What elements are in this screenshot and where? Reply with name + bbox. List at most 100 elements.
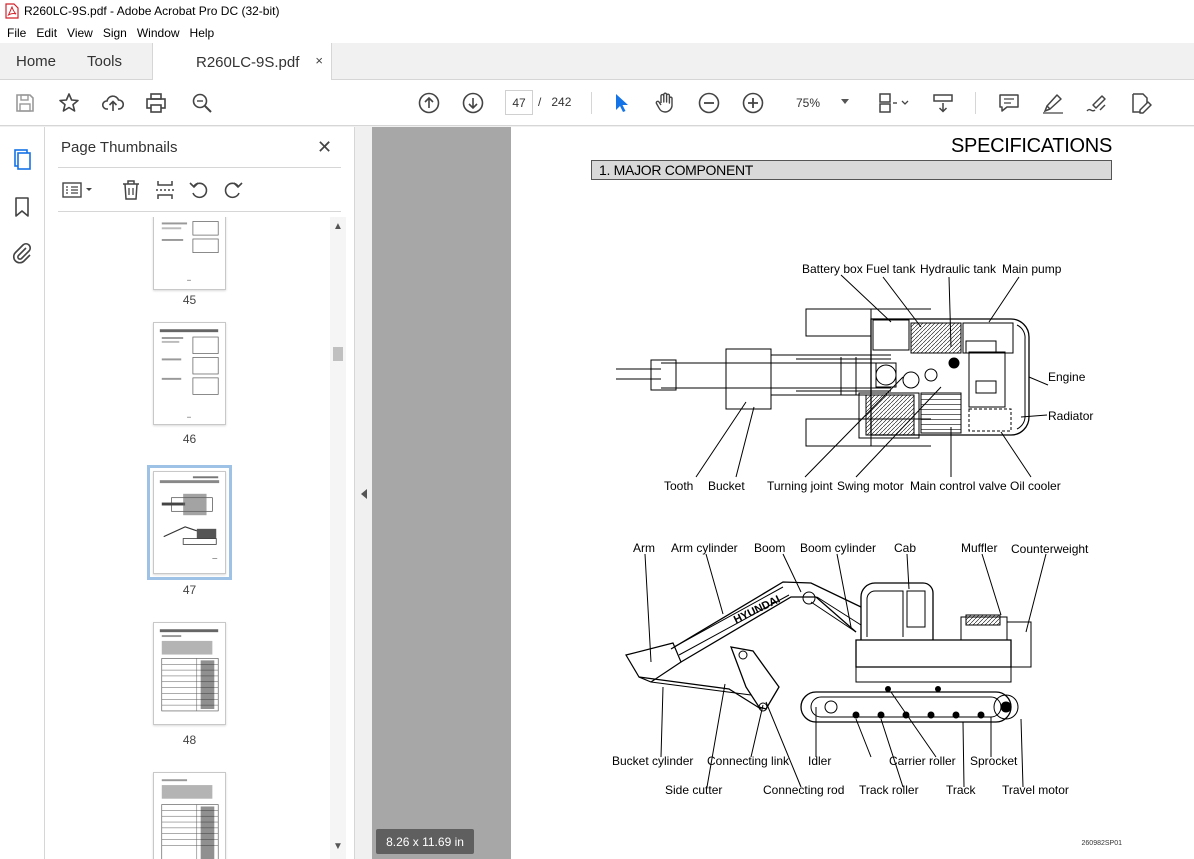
label-connecting-rod: Connecting rod (763, 783, 845, 797)
label-main-control-valve: Main control valve (910, 479, 1007, 493)
menu-window[interactable]: Window (136, 25, 180, 40)
thumbnail-page-48[interactable] (153, 622, 226, 725)
acrobat-icon (5, 3, 19, 19)
thumbnail-page-45[interactable] (153, 217, 226, 290)
main-toolbar: 47 / 242 75% (0, 80, 1194, 126)
scroll-mode-icon[interactable] (930, 90, 956, 116)
scrollbar-thumb[interactable] (333, 347, 343, 361)
panel-divider (58, 211, 341, 212)
label-bucket-cylinder: Bucket cylinder (612, 754, 694, 768)
label-idler: Idler (808, 754, 832, 768)
close-panel-icon[interactable]: ✕ (317, 137, 333, 157)
print-icon[interactable] (143, 90, 169, 116)
label-arm: Arm (633, 541, 655, 555)
figure-id: 260982SP01 (1081, 840, 1122, 847)
upload-cloud-icon[interactable] (100, 90, 126, 116)
tab-tools[interactable]: Tools (87, 52, 123, 70)
page-size-badge: 8.26 x 11.69 in (376, 829, 474, 854)
label-hydraulic-tank: Hydraulic tank (920, 262, 997, 276)
next-page-icon[interactable] (460, 90, 486, 116)
menu-help[interactable]: Help (189, 25, 215, 40)
close-tab-icon[interactable]: × (315, 53, 323, 68)
menu-sign[interactable]: Sign (102, 25, 127, 40)
thumbnail-page-46[interactable] (153, 322, 226, 425)
page-thumbnails-panel: Page Thumbnails ✕ 45 46 (45, 127, 354, 859)
label-swing-motor: Swing motor (837, 479, 904, 493)
thumbnail-list: 45 46 47 48 (58, 217, 344, 859)
hand-tool-icon[interactable] (652, 90, 678, 116)
label-bucket: Bucket (708, 479, 745, 493)
zoom-level-select[interactable]: 75% (785, 90, 857, 115)
thumbnail-page-49[interactable] (153, 772, 226, 859)
window-title: R260LC-9S.pdf - Adobe Acrobat Pro DC (32… (24, 4, 280, 18)
comment-icon[interactable] (996, 90, 1022, 116)
highlight-pen-icon[interactable] (1040, 90, 1066, 116)
save-icon[interactable] (12, 90, 38, 116)
page-header: SPECIFICATIONS (950, 135, 1112, 157)
bookmark-star-icon[interactable] (56, 90, 82, 116)
thumbnail-page-number: 46 (182, 432, 197, 446)
thumbnail-page-number: 45 (182, 293, 197, 307)
menu-bar: File Edit View Sign Window Help (0, 22, 1194, 43)
label-oil-cooler: Oil cooler (1010, 479, 1061, 493)
menu-view[interactable]: View (67, 25, 93, 40)
label-main-pump: Main pump (1002, 262, 1062, 276)
label-travel-motor: Travel motor (1002, 783, 1069, 797)
bookmarks-icon[interactable] (10, 195, 34, 219)
zoom-out-icon[interactable] (696, 90, 722, 116)
scroll-up-icon[interactable]: ▲ (333, 221, 343, 232)
label-cab: Cab (894, 541, 917, 555)
label-track: Track (946, 783, 976, 797)
label-tooth: Tooth (664, 479, 694, 493)
document-viewport[interactable]: SPECIFICATIONS 1. MAJOR COMPONENT (372, 127, 1194, 859)
label-battery-box: Battery box (802, 262, 863, 276)
zoom-level-value: 75% (796, 95, 821, 110)
menu-edit[interactable]: Edit (36, 25, 58, 40)
rotate-left-icon[interactable] (186, 177, 212, 203)
label-turning-joint: Turning joint (767, 479, 833, 493)
edit-pdf-icon[interactable] (1128, 90, 1154, 116)
label-engine: Engine (1048, 370, 1086, 384)
label-side-cutter: Side cutter (665, 783, 723, 797)
label-sprocket: Sprocket (970, 754, 1018, 768)
delete-page-icon[interactable] (118, 177, 144, 203)
tab-bar: Home Tools R260LC-9S.pdf × (0, 43, 1194, 81)
toolbar-divider (591, 92, 592, 114)
thumbnail-page-47[interactable] (147, 465, 232, 580)
page-thumbnails-icon[interactable] (10, 147, 34, 171)
label-track-roller: Track roller (859, 783, 919, 797)
thumbnail-options-icon[interactable] (60, 177, 96, 203)
label-arm-cylinder: Arm cylinder (671, 541, 738, 555)
label-carrier-roller: Carrier roller (889, 754, 956, 768)
page-number-input[interactable]: 47 (505, 90, 533, 115)
label-boom: Boom (754, 541, 786, 555)
excavator-component-diagram (616, 274, 1049, 788)
thumbnail-page-number: 47 (182, 583, 197, 597)
scroll-down-icon[interactable]: ▼ (333, 841, 343, 852)
attachments-paperclip-icon[interactable] (10, 241, 34, 265)
total-pages: 242 (551, 95, 572, 109)
label-radiator: Radiator (1048, 409, 1094, 423)
collapse-panel-icon[interactable] (361, 489, 367, 499)
menu-file[interactable]: File (7, 25, 27, 40)
navigation-rail (0, 127, 45, 859)
panel-splitter[interactable] (354, 127, 372, 859)
fill-sign-icon[interactable] (1084, 90, 1110, 116)
thumbnail-page-number: 48 (182, 733, 197, 747)
title-bar: R260LC-9S.pdf - Adobe Acrobat Pro DC (32… (0, 0, 1194, 22)
tab-document-label: R260LC-9S.pdf (196, 53, 300, 71)
rotate-right-icon[interactable] (220, 177, 246, 203)
extract-page-icon[interactable] (152, 177, 178, 203)
previous-page-icon[interactable] (416, 90, 442, 116)
page-fit-icon[interactable] (876, 90, 912, 116)
panel-divider (58, 167, 341, 168)
tab-document[interactable]: R260LC-9S.pdf × (152, 43, 332, 81)
thumbnail-scrollbar[interactable]: ▲ ▼ (330, 217, 346, 859)
chevron-down-icon (841, 99, 849, 104)
tab-home[interactable]: Home (16, 52, 57, 70)
zoom-in-icon[interactable] (740, 90, 766, 116)
select-cursor-icon[interactable] (608, 90, 634, 116)
pdf-page: SPECIFICATIONS 1. MAJOR COMPONENT (511, 127, 1194, 859)
label-fuel-tank: Fuel tank (866, 262, 916, 276)
find-zoom-icon[interactable] (189, 90, 215, 116)
